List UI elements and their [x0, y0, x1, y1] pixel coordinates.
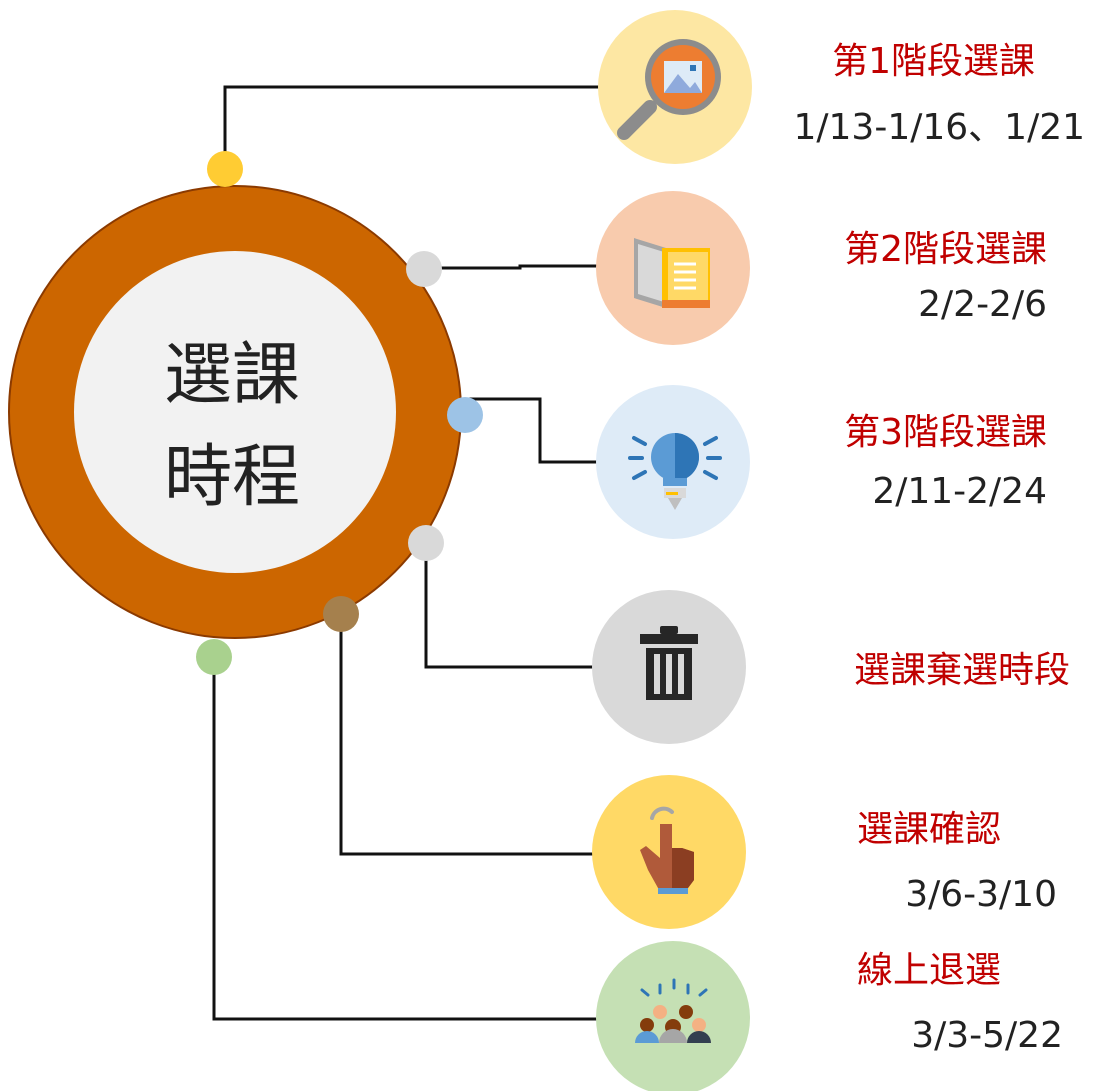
step-labels: 第1階段選課 1/13-1/16、1/21 第2階段選課 2/2-2/6 第3階… [793, 41, 1085, 1056]
dot-step-4 [408, 525, 444, 561]
lightbulb-icon [628, 433, 722, 510]
step-2-date: 2/2-2/6 [918, 284, 1047, 325]
dot-step-5 [323, 596, 359, 632]
pointing-hand-icon [640, 806, 694, 894]
step-4-title: 選課棄選時段 [854, 650, 1070, 691]
step-2-title: 第2階段選課 [844, 229, 1047, 270]
center-inner-circle [74, 251, 396, 573]
step-5-title: 選課確認 [857, 809, 1001, 850]
connector-step-2 [424, 264, 600, 270]
step-3-date: 2/11-2/24 [872, 471, 1047, 512]
step-1-date: 1/13-1/16、1/21 [793, 107, 1085, 148]
trash-can-icon [640, 626, 698, 700]
step-1-icon-circle [598, 10, 752, 164]
step-1-title: 第1階段選課 [832, 41, 1035, 82]
step-5-icon-circle [592, 775, 746, 929]
step-5-date: 3/6-3/10 [905, 874, 1057, 915]
book-icon [634, 238, 710, 308]
step-4-icon-circle [592, 590, 746, 744]
step-6-date: 3/3-5/22 [911, 1015, 1063, 1056]
center-title-line1: 選課 [164, 336, 300, 415]
magnifier-image-icon [617, 39, 721, 140]
step-3-icon-circle [596, 385, 750, 539]
center-title-line2: 時程 [164, 438, 300, 517]
dot-step-6 [196, 639, 232, 675]
step-3-title: 第3階段選課 [844, 412, 1047, 453]
connector-step-1 [223, 85, 600, 168]
connector-step-3 [465, 397, 598, 464]
step-2-icon-circle [596, 191, 750, 345]
dot-step-1 [207, 151, 243, 187]
connectors [212, 85, 600, 1021]
ring-dots [196, 151, 483, 675]
connector-step-4 [424, 544, 594, 669]
dot-step-3 [447, 397, 483, 433]
step-6-icon-circle [596, 941, 750, 1091]
step-6-title: 線上退選 [857, 950, 1001, 991]
connector-step-6 [212, 656, 600, 1021]
connector-step-5 [339, 614, 594, 856]
dot-step-2 [406, 251, 442, 287]
people-group-icon [635, 978, 711, 1043]
